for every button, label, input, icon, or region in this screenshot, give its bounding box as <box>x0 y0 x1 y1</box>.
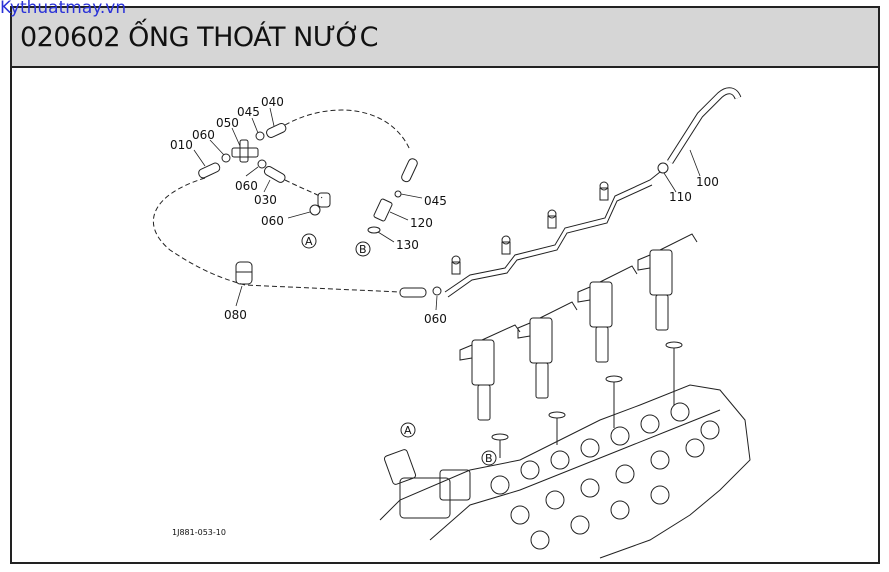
marker-a2-circle <box>400 422 416 438</box>
hose-route <box>153 177 401 293</box>
clip-060a <box>221 153 231 163</box>
label-045a: 045 <box>237 105 260 119</box>
label-040: 040 <box>261 95 284 109</box>
drawing-code: 1J881-053-10 <box>172 528 226 537</box>
cylinder-head-edge <box>429 409 721 541</box>
marker-a1-circle <box>301 233 317 249</box>
label-050: 050 <box>216 116 239 130</box>
leader-060c <box>287 211 311 219</box>
overflow-pipe-100-inner <box>667 88 741 164</box>
hose-030 <box>263 166 286 183</box>
hose-010 <box>198 162 221 179</box>
label-100: 100 <box>696 175 719 189</box>
hose-route-mid <box>284 179 323 199</box>
leak-off-pipe-2 <box>447 184 653 298</box>
leader-040 <box>269 107 275 127</box>
injector-1 <box>459 324 521 421</box>
label-120: 120 <box>410 216 433 230</box>
leader-045b <box>400 193 423 199</box>
marker-b1-circle <box>355 241 371 257</box>
leader-120 <box>389 211 409 221</box>
hose-040 <box>266 122 287 138</box>
pump-housing <box>383 449 471 519</box>
marker-b2: B <box>485 452 493 465</box>
leader-030 <box>263 179 271 193</box>
clip-060d <box>432 286 442 296</box>
label-060d: 060 <box>424 312 447 326</box>
marker-b1: B <box>359 243 367 256</box>
injector-washers <box>491 341 683 441</box>
clamp-080 <box>235 261 253 285</box>
hose-small <box>317 192 331 208</box>
label-060c: 060 <box>261 214 284 228</box>
label-045b: 045 <box>424 194 447 208</box>
hose-upper <box>401 158 418 183</box>
marker-a2: A <box>404 424 412 437</box>
page-title: 020602 ỐNG THOÁT NƯỚC <box>20 22 379 53</box>
label-080: 080 <box>224 308 247 322</box>
cylinder-head <box>379 384 751 559</box>
leader-130 <box>377 231 395 243</box>
clip-060b <box>257 159 267 169</box>
leader-080 <box>235 285 243 307</box>
fitting-120 <box>373 198 393 222</box>
leader-110 <box>663 172 677 193</box>
leader-100 <box>689 149 701 177</box>
hose-lower <box>399 287 427 298</box>
label-130: 130 <box>396 238 419 252</box>
leader-050 <box>231 127 241 147</box>
injector-3 <box>577 265 638 363</box>
leader-060a <box>209 139 225 156</box>
label-110: 110 <box>669 190 692 204</box>
watermark: Kythuatmay.vn <box>0 0 127 18</box>
banjo-bolts <box>451 181 609 275</box>
leader-045a <box>251 117 259 134</box>
leader-010 <box>193 149 206 167</box>
clip-045a <box>255 131 265 141</box>
hose-route-top <box>284 109 411 151</box>
marker-b2-circle <box>481 450 497 466</box>
label-030: 030 <box>254 193 277 207</box>
label-010: 010 <box>170 138 193 152</box>
leader-lines <box>499 348 675 458</box>
injector-2 <box>517 301 578 399</box>
leak-off-pipe <box>444 171 661 293</box>
clip-110 <box>657 162 669 174</box>
leader-060b <box>245 166 259 177</box>
clip-060c <box>309 204 321 216</box>
t-joint-050 <box>231 139 259 163</box>
label-060b: 060 <box>235 179 258 193</box>
title-bar: 020602 ỐNG THOÁT NƯỚC <box>12 8 878 68</box>
overflow-pipe-100 <box>667 87 742 164</box>
head-ports <box>490 402 720 550</box>
leader-060d <box>435 295 438 311</box>
washer-130 <box>367 226 381 234</box>
label-060a: 060 <box>192 128 215 142</box>
injector-4 <box>637 233 698 331</box>
clip-045b <box>394 190 402 198</box>
marker-a1: A <box>305 235 313 248</box>
